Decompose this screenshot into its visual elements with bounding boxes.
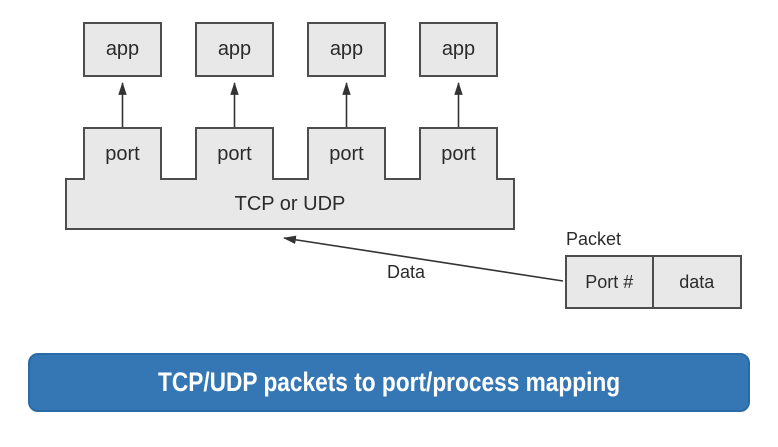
caption-text: TCP/UDP packets to port/process mapping: [157, 367, 621, 397]
app-box-label: app: [329, 38, 364, 60]
transport-layer-box: TCP or UDP: [65, 178, 515, 230]
app-box: app: [307, 22, 386, 77]
app-box-label: app: [105, 38, 140, 60]
app-box: app: [83, 22, 162, 77]
app-box: app: [195, 22, 274, 77]
port-box: port: [419, 127, 498, 180]
port-box-label: port: [105, 143, 140, 165]
packet-port-field-label: Port #: [585, 271, 634, 292]
packet-port-field: Port #: [565, 255, 654, 309]
app-box-label: app: [217, 38, 252, 60]
app-box-label: app: [441, 38, 476, 60]
port-box: port: [83, 127, 162, 180]
port-box-label: port: [329, 143, 364, 165]
transport-layer-label: TCP or UDP: [234, 192, 346, 215]
port-box-label: port: [217, 143, 252, 165]
packet-data-field-label: data: [679, 271, 715, 292]
port-box: port: [307, 127, 386, 180]
packet-data-field: data: [653, 255, 742, 309]
port-box: port: [195, 127, 274, 180]
packet-title: Packet: [566, 229, 622, 249]
data-arrow-label: Data: [386, 262, 426, 282]
packet-box: Port # data: [565, 255, 742, 309]
caption-banner: TCP/UDP packets to port/process mapping: [28, 353, 750, 412]
app-box: app: [419, 22, 498, 77]
port-box-label: port: [441, 143, 476, 165]
